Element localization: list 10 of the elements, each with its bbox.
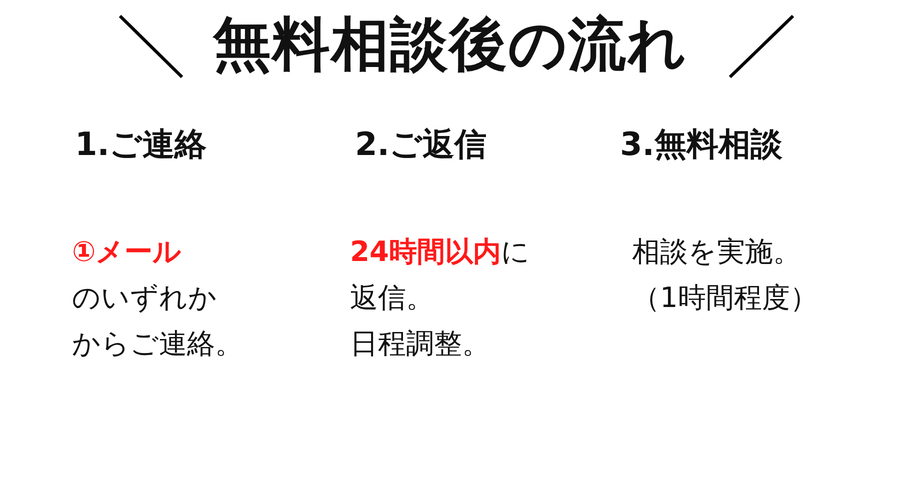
step-text: のいずれかからご連絡。 <box>72 280 244 362</box>
step-heading: 1.ご連絡 <box>75 124 206 164</box>
diagram-title: 無料相談後の流れ <box>213 9 687 80</box>
step-text: 日程調整。 <box>350 326 490 362</box>
contact-option-text: ①メール <box>72 234 182 270</box>
step-text: 24時間以内に返信。 <box>350 234 531 316</box>
step-text: 相談を実施。 <box>632 234 801 270</box>
step-heading: 3.無料相談 <box>620 124 782 164</box>
step-heading: 2.ご返信 <box>355 124 486 164</box>
step-note: （1時間程度） <box>632 280 818 316</box>
